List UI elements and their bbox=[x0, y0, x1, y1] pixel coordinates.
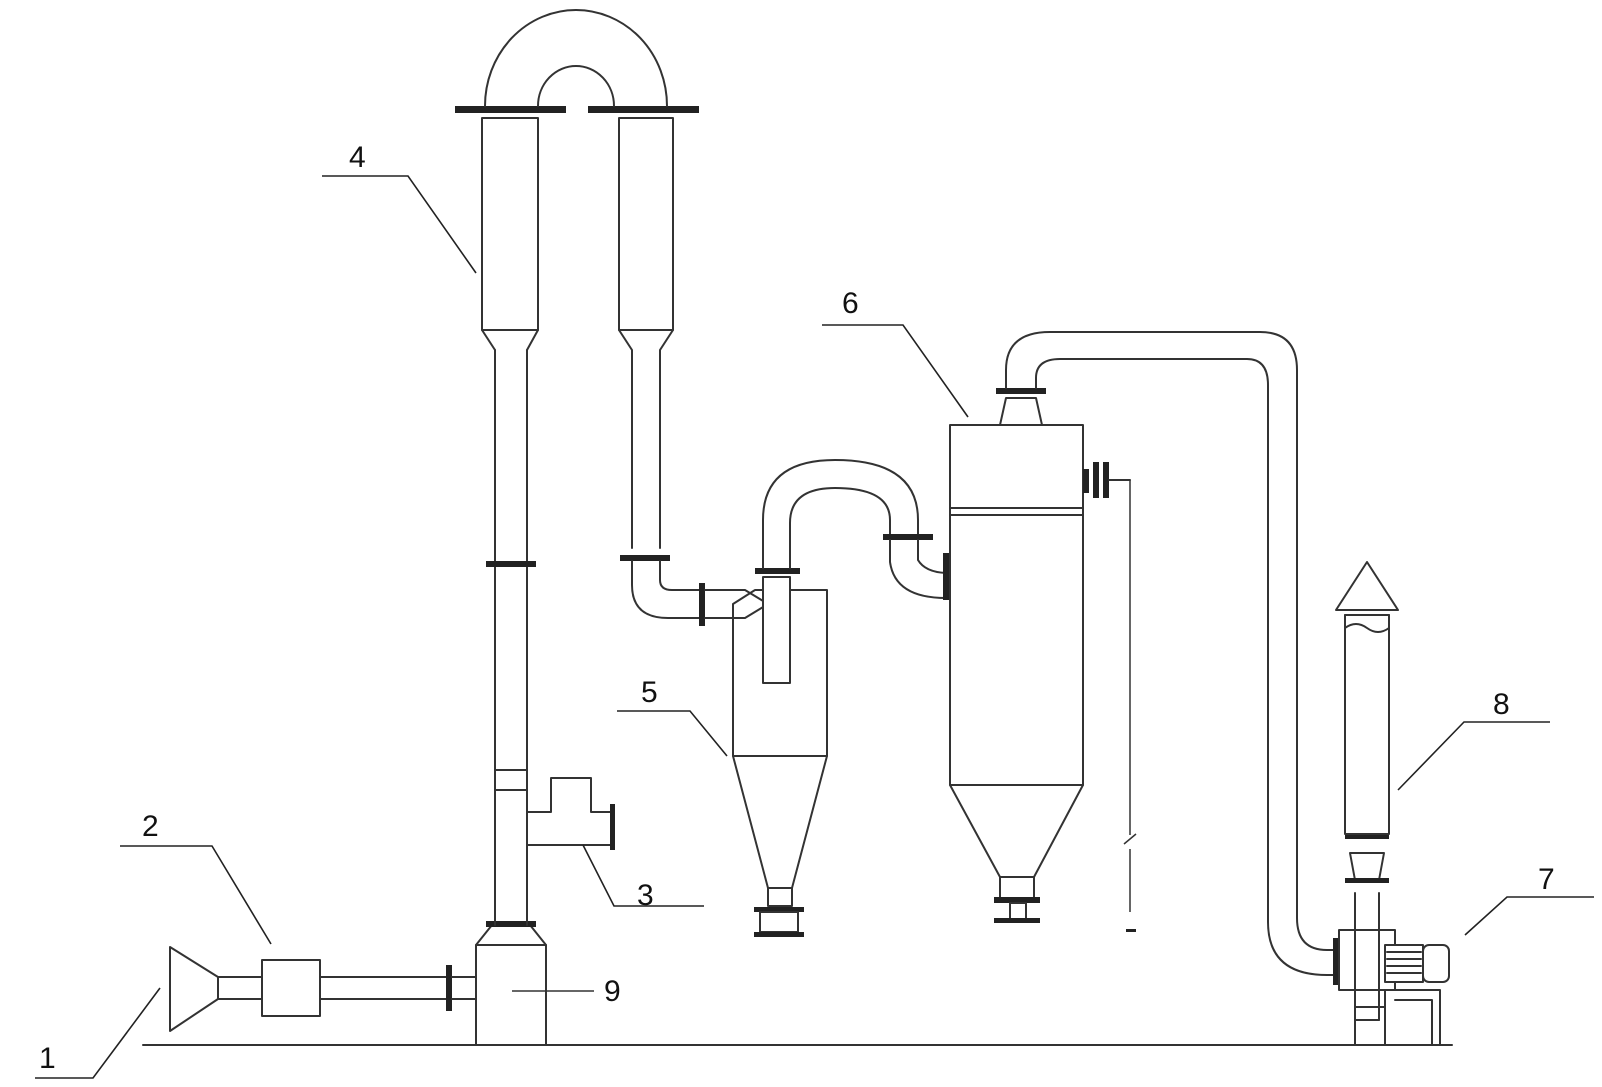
leader-5 bbox=[617, 711, 727, 756]
leader-2 bbox=[120, 846, 271, 944]
label-4: 4 bbox=[349, 141, 366, 174]
component-9-mixing-chamber bbox=[476, 921, 594, 1045]
label-2: 2 bbox=[142, 810, 159, 843]
leader-7 bbox=[1465, 897, 1594, 935]
label-9: 9 bbox=[604, 975, 621, 1008]
component-2-inlet-duct-heater bbox=[218, 960, 476, 1016]
duct-tower-to-cyclone bbox=[620, 555, 768, 626]
label-8: 8 bbox=[1493, 688, 1510, 721]
leader-6 bbox=[822, 325, 968, 417]
component-1-inlet-hood bbox=[170, 947, 218, 1031]
component-4-riser-and-towers bbox=[455, 10, 699, 925]
label-3: 3 bbox=[637, 879, 654, 912]
label-5: 5 bbox=[641, 676, 658, 709]
leader-8 bbox=[1398, 722, 1550, 790]
label-1: 1 bbox=[39, 1042, 56, 1075]
component-6-bag-filter bbox=[950, 388, 1136, 932]
label-7: 7 bbox=[1538, 863, 1555, 896]
leader-4 bbox=[322, 176, 476, 273]
component-5-cyclone-separator bbox=[733, 568, 827, 937]
label-6: 6 bbox=[842, 287, 859, 320]
